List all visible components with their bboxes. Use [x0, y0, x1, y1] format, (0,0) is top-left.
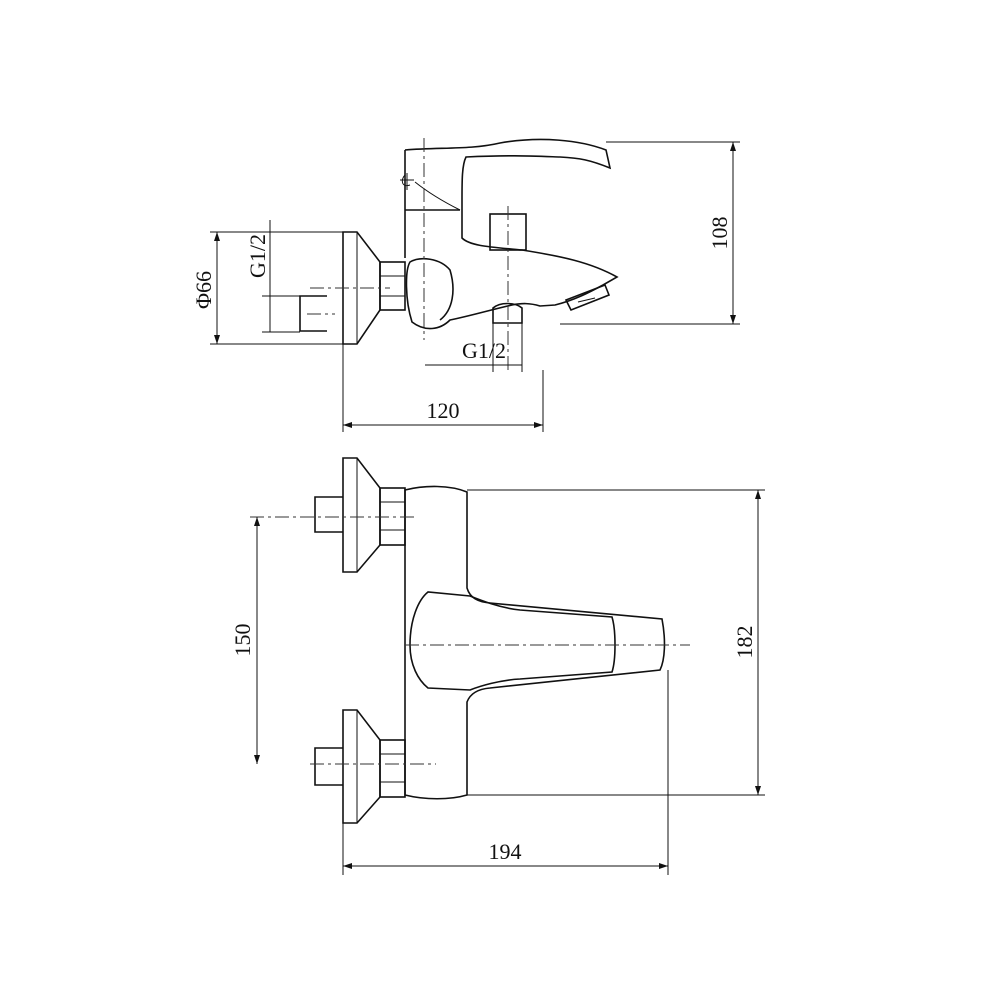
lever-handle-top — [409, 591, 616, 691]
dim-inlet-thread: G1/2 — [245, 234, 270, 278]
lever-pivot — [400, 173, 461, 211]
side-view: 108 Φ66 G1/2 G1/2 120 — [191, 138, 740, 432]
dim-projection-120: 120 — [427, 398, 460, 423]
connector-nut — [379, 261, 406, 311]
top-view: 150 182 194 — [230, 457, 765, 875]
dim-outlet-thread: G1/2 — [462, 338, 506, 363]
dim-total-length-194: 194 — [489, 839, 522, 864]
dim-body-height-182: 182 — [732, 626, 757, 659]
dim-inlet-spacing-150: 150 — [230, 624, 255, 657]
lower-inlet — [314, 709, 406, 824]
inlet-pipe — [299, 295, 327, 332]
upper-inlet — [314, 457, 406, 573]
diverter-handle — [564, 283, 611, 312]
mixer-body-top — [404, 485, 666, 800]
dim-height-108: 108 — [707, 217, 732, 250]
spout-outlet — [492, 302, 523, 324]
mixer-body — [404, 138, 619, 330]
dim-flange-diameter: Φ66 — [191, 271, 216, 309]
